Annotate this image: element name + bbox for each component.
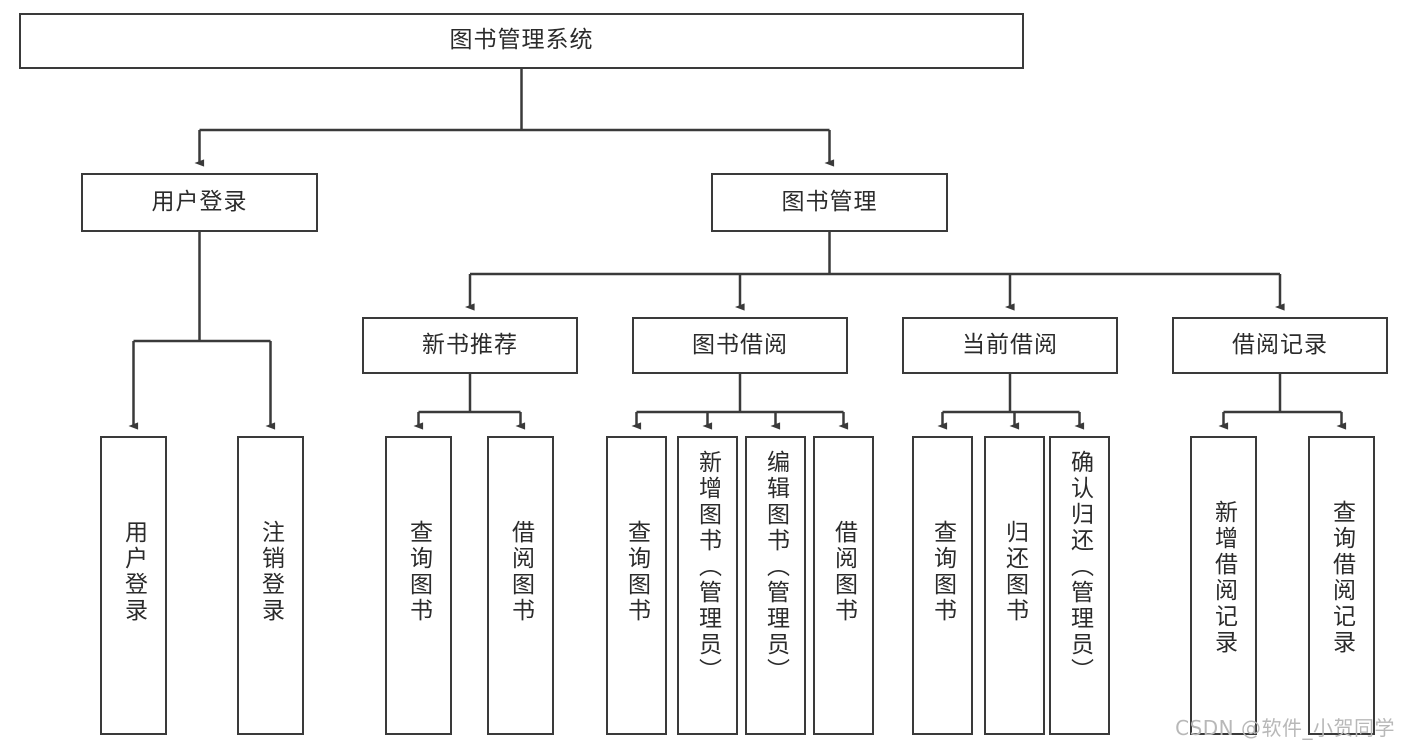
node-leaf-edit-book-label: 编辑图书（管理员） xyxy=(762,450,789,684)
node-leaf-borrow-book-2-label: 借阅图书 xyxy=(830,520,857,624)
node-borrow-record-label: 借阅记录 xyxy=(1232,331,1328,358)
node-leaf-add-book-label: 新增图书（管理员） xyxy=(694,450,721,684)
node-leaf-return-book[interactable]: 归还图书 xyxy=(984,436,1045,735)
node-leaf-borrow-book-1-label: 借阅图书 xyxy=(507,520,534,624)
node-leaf-user-login-label: 用户登录 xyxy=(120,520,147,624)
node-leaf-add-book[interactable]: 新增图书（管理员） xyxy=(677,436,738,735)
node-leaf-query-book-3[interactable]: 查询图书 xyxy=(912,436,973,735)
node-leaf-borrow-book-1[interactable]: 借阅图书 xyxy=(487,436,554,735)
node-current-borrow[interactable]: 当前借阅 xyxy=(902,317,1118,374)
node-leaf-query-record[interactable]: 查询借阅记录 xyxy=(1308,436,1375,735)
node-book-borrow[interactable]: 图书借阅 xyxy=(632,317,848,374)
csdn-watermark: CSDN @软件_小贺同学 xyxy=(1175,716,1395,740)
node-user-login-label: 用户登录 xyxy=(151,188,248,215)
node-leaf-confirm-return[interactable]: 确认归还（管理员） xyxy=(1049,436,1110,735)
node-leaf-return-book-label: 归还图书 xyxy=(1001,520,1028,624)
node-leaf-borrow-book-2[interactable]: 借阅图书 xyxy=(813,436,874,735)
node-leaf-confirm-return-label: 确认归还（管理员） xyxy=(1066,450,1093,684)
node-leaf-query-book-1[interactable]: 查询图书 xyxy=(385,436,452,735)
node-book-manage[interactable]: 图书管理 xyxy=(711,173,948,232)
node-leaf-edit-book[interactable]: 编辑图书（管理员） xyxy=(745,436,806,735)
node-leaf-user-logout[interactable]: 注销登录 xyxy=(237,436,304,735)
node-leaf-query-book-1-label: 查询图书 xyxy=(405,520,432,624)
node-new-book-recommend[interactable]: 新书推荐 xyxy=(362,317,578,374)
node-leaf-query-book-3-label: 查询图书 xyxy=(929,520,956,624)
node-book-manage-label: 图书管理 xyxy=(781,188,878,215)
node-leaf-user-login[interactable]: 用户登录 xyxy=(100,436,167,735)
node-leaf-user-logout-label: 注销登录 xyxy=(257,520,284,624)
node-leaf-add-record-label: 新增借阅记录 xyxy=(1210,500,1237,656)
node-root-label: 图书管理系统 xyxy=(449,27,594,54)
node-leaf-add-record[interactable]: 新增借阅记录 xyxy=(1190,436,1257,735)
node-book-borrow-label: 图书借阅 xyxy=(692,331,788,358)
node-root[interactable]: 图书管理系统 xyxy=(19,13,1024,69)
node-borrow-record[interactable]: 借阅记录 xyxy=(1172,317,1388,374)
node-leaf-query-book-2[interactable]: 查询图书 xyxy=(606,436,667,735)
node-current-borrow-label: 当前借阅 xyxy=(962,331,1058,358)
node-leaf-query-record-label: 查询借阅记录 xyxy=(1328,500,1355,656)
node-user-login[interactable]: 用户登录 xyxy=(81,173,318,232)
node-new-book-recommend-label: 新书推荐 xyxy=(422,331,518,358)
node-leaf-query-book-2-label: 查询图书 xyxy=(623,520,650,624)
